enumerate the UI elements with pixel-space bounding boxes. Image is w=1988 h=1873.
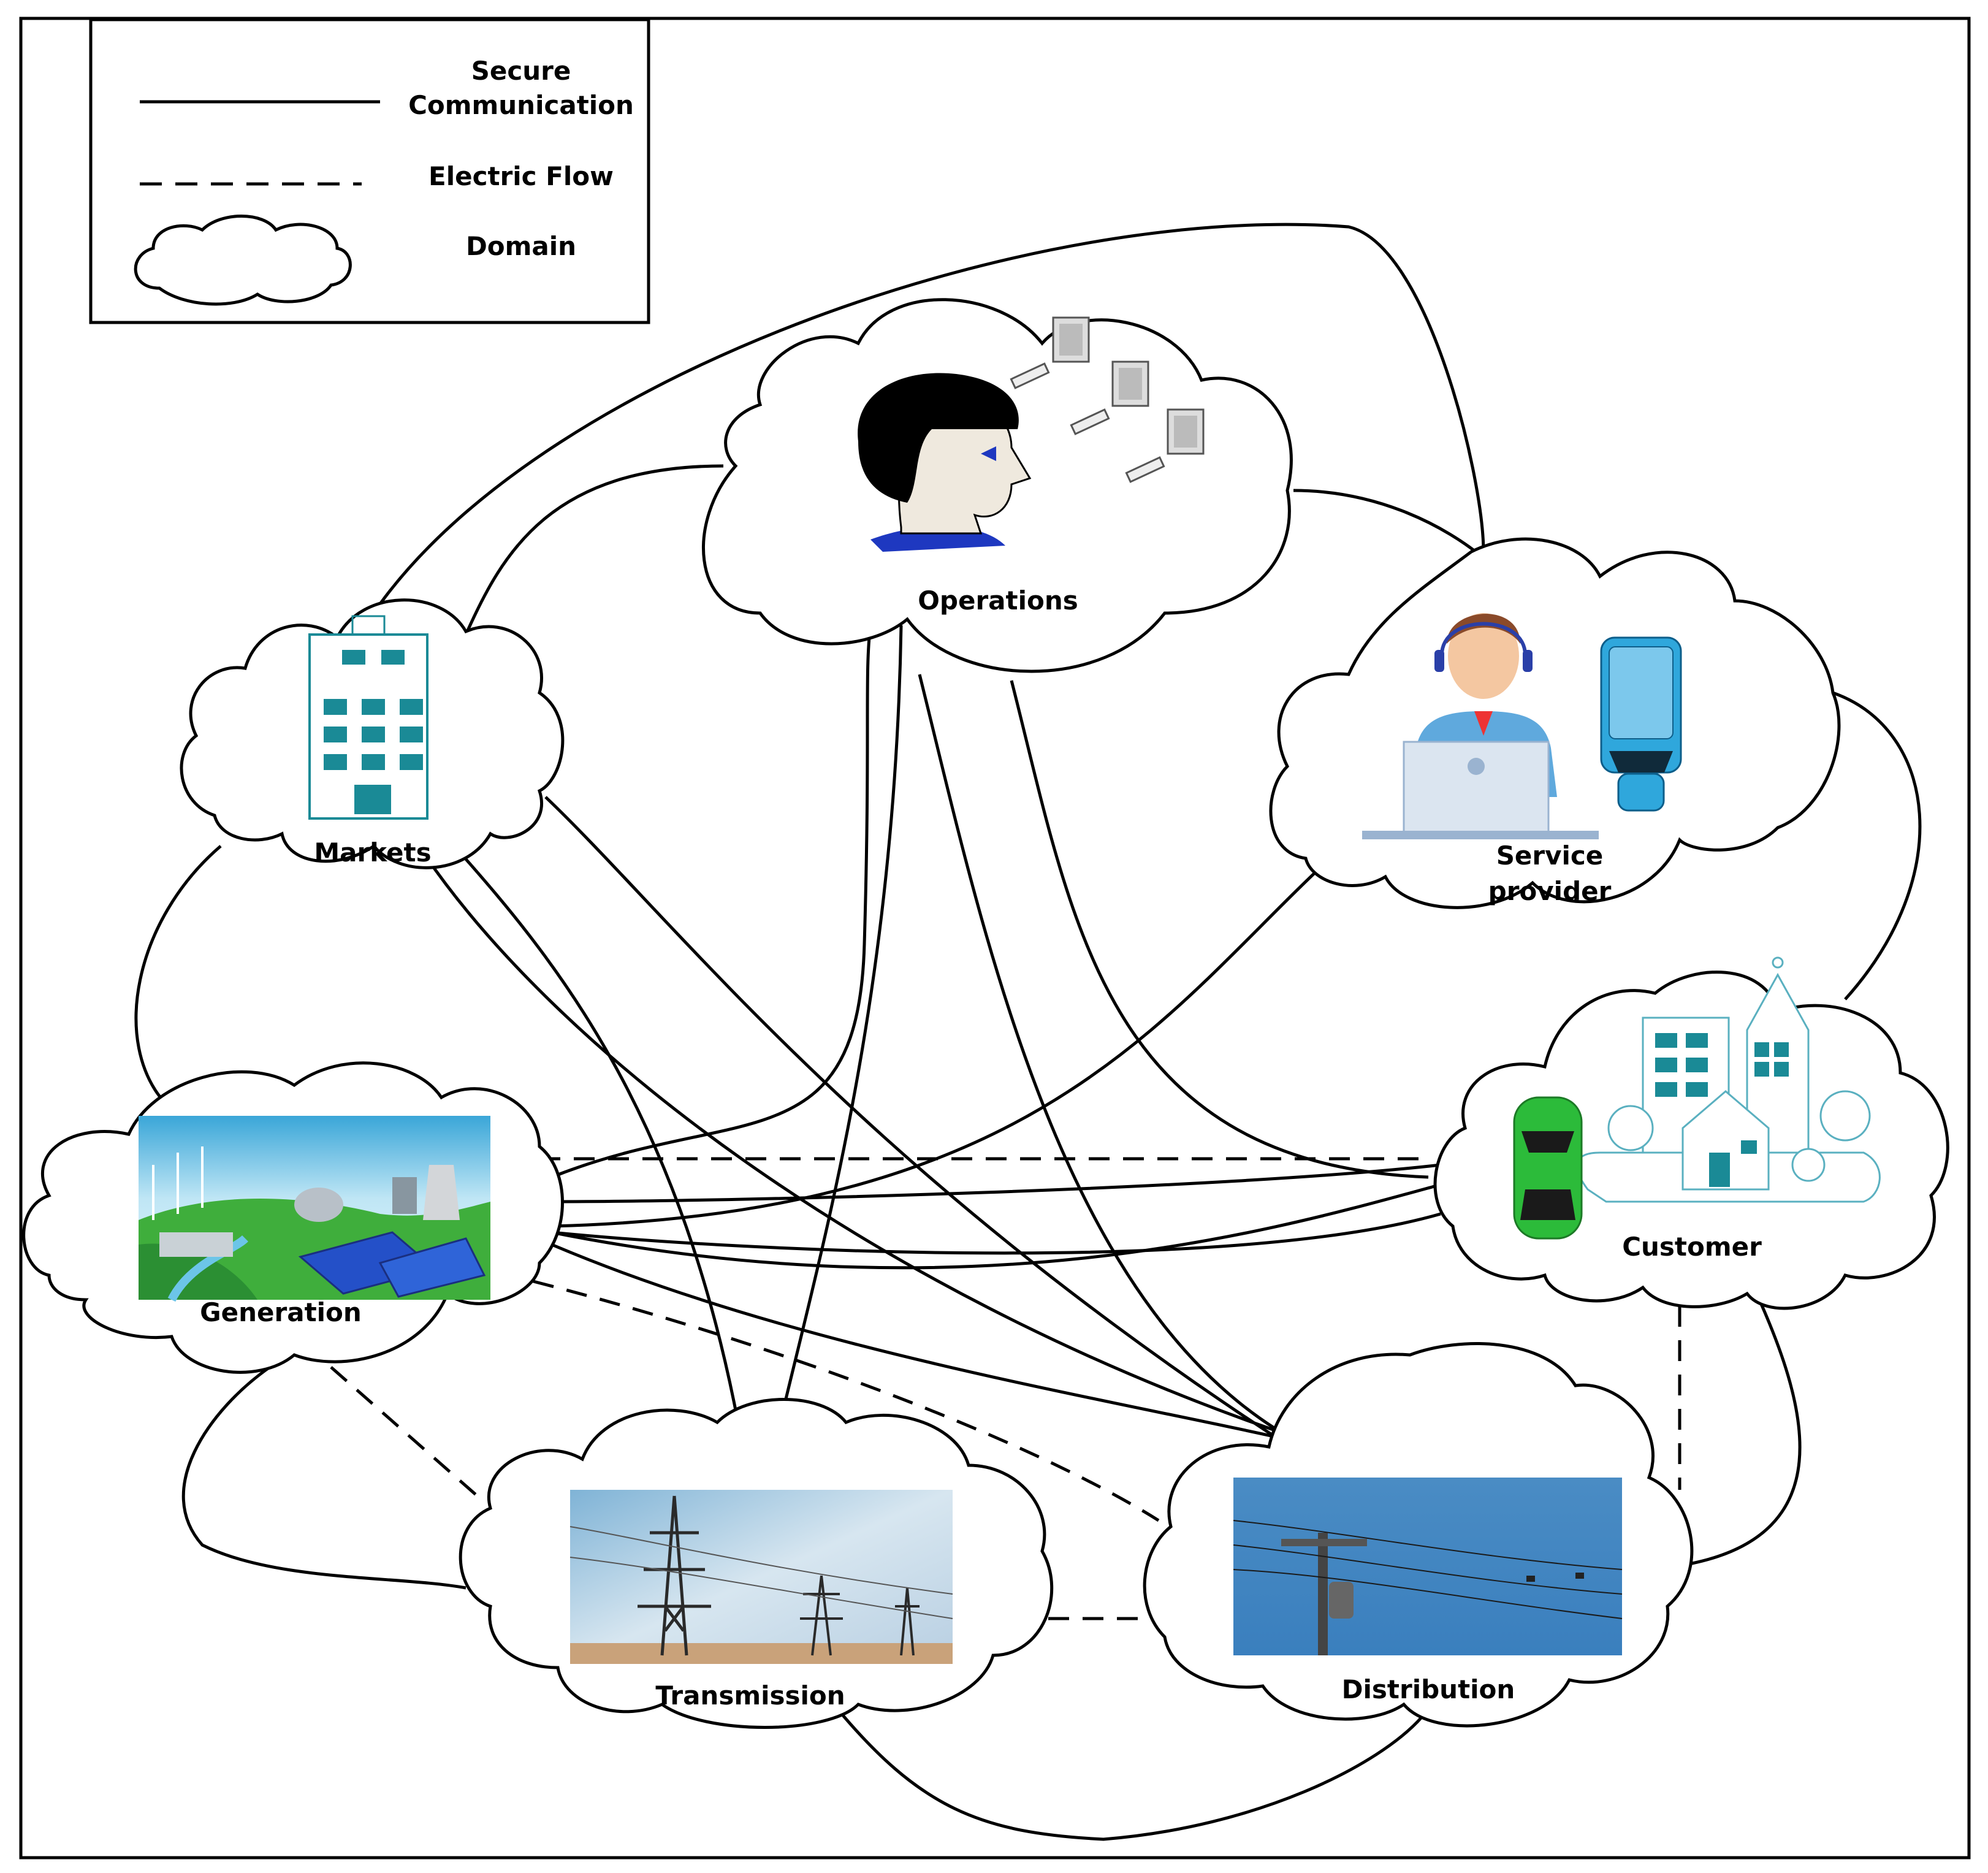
service-provider-domain: Service provider [1269, 537, 1841, 909]
legend-domain-cloud [134, 215, 352, 306]
electric-flow-links [330, 1157, 1681, 1620]
legend-secure-label-line2: Communication [408, 90, 634, 120]
generation-domain: Generation [22, 1061, 564, 1374]
service-provider-label-line2: provider [1488, 876, 1612, 906]
transmission-label: Transmission [655, 1680, 845, 1711]
distribution-domain: Distribution [1143, 1342, 1694, 1728]
legend-electric-flow-label: Electric Flow [428, 161, 614, 191]
operations-label: Operations [918, 586, 1078, 616]
outer-frame [19, 17, 1971, 1860]
legend: Secure Communication Electric Flow Domai… [89, 18, 650, 324]
office-building-icon [308, 615, 428, 820]
operator-icon [858, 373, 1032, 552]
power-generation-photo [139, 1116, 490, 1302]
electric-car-icon [1513, 1096, 1583, 1240]
transmission-towers-photo [569, 1490, 953, 1664]
legend-domain-label: Domain [466, 231, 576, 261]
distribution-pole-photo [1233, 1478, 1623, 1655]
markets-label: Markets [314, 837, 431, 868]
operations-domain: Operations [702, 298, 1293, 673]
support-agent-icon [1362, 613, 1599, 839]
customer-domain: Customer [1433, 956, 1949, 1310]
secure-communication-links [134, 223, 1922, 1841]
service-provider-label-line1: Service [1496, 841, 1604, 871]
distribution-label: Distribution [1342, 1674, 1515, 1704]
computer-workstations-icon [1010, 316, 1205, 483]
transmission-domain: Transmission [459, 1398, 1054, 1729]
customer-label: Customer [1622, 1232, 1762, 1262]
markets-domain: Markets [180, 598, 565, 869]
legend-secure-label-line1: Secure [471, 56, 571, 86]
service-van-icon [1600, 636, 1682, 812]
generation-label: Generation [200, 1297, 362, 1327]
